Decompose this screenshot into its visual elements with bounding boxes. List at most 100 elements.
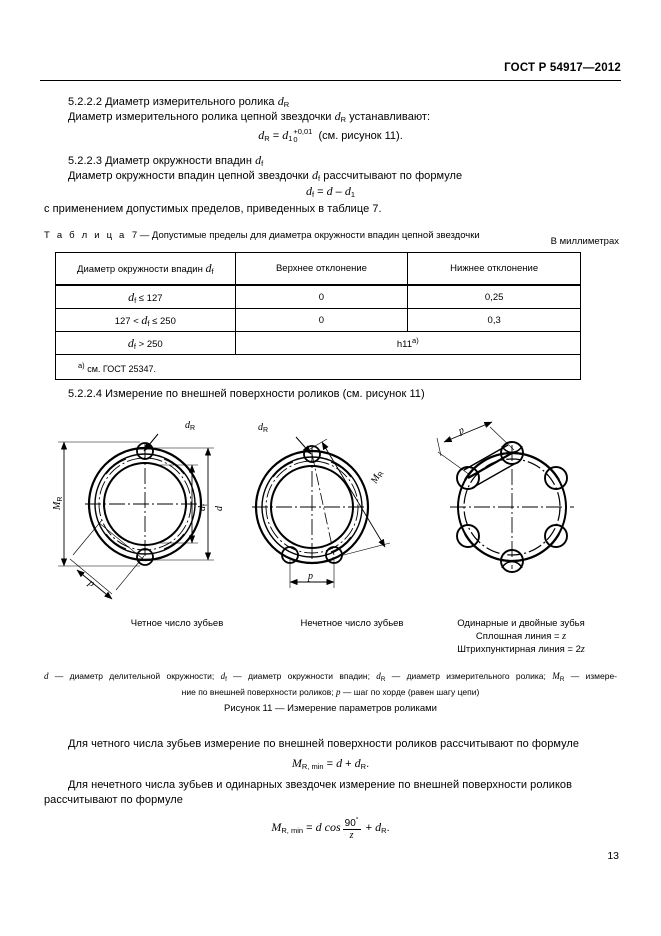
section-5222-heading-var-sub: R [283,100,290,109]
table-row: df > 250 h11a) [55,331,582,355]
formula-dr-reference: (см. рисунок 11). [318,130,403,142]
table7-range-post: ≤ 250 [149,315,176,327]
formula-mr-odd-lhs: M [271,819,282,834]
section-5222-body-var-sub: R [340,115,347,124]
section-5222-body-post: устанавливают: [346,111,431,123]
section-5223-body: Диаметр окружности впадин цепной звездоч… [68,168,598,186]
section-5223-body-var: d [311,168,319,182]
section-5222-body-var: d [334,109,341,123]
formula-mr-odd-period: . [386,821,390,834]
table7-cell-upper: 0 [234,308,409,332]
figure-left-label-p: p [85,577,97,589]
table7-range-var: d [127,335,134,350]
table7-range-post: ≤ 127 [136,292,163,304]
section-5223-heading: 5.2.2.3 Диаметр окружности впадин df [68,153,588,171]
table7-caption: Т а б л и ц а 7 — Допустимые пределы для… [44,230,480,241]
figure-caption-even: Четное число зубьев [130,618,224,629]
figure-middle-label-dR: dR [258,422,268,434]
sprocket-odd [252,436,391,588]
table7-range-sub: f [133,341,136,351]
section-5222-heading: 5.2.2.2 Диаметр измерительного ролика dR [68,94,588,112]
figure-caption-sd-line2: Сплошная линия = z [422,630,620,643]
formula-mr-odd-equals: = [306,821,313,834]
formula-mr-odd-lhs-sub: R, min [281,825,304,835]
section-5223-body-post: рассчитывают по формуле [320,170,463,182]
table7-footnote: a) см. ГОСТ 25347. [55,354,581,380]
formula-mr-odd-plus: + [365,821,373,834]
figure-11-drawing: dR df d MR p [52,420,574,600]
formula-dr-tol-lower: 0 [293,135,298,145]
table7-caption-label: Т а б л и ц а [44,230,127,241]
table7-footnote-marker: a) [78,360,85,370]
table7-h11-footnote-marker: a) [412,336,419,345]
figure-left-label-df: df [197,504,209,511]
figure-left-label-d: d [214,505,225,511]
formula-mr-even-dr-sub: R [360,762,367,771]
section-5223-heading-var: d [255,153,262,167]
table7-col-lower: Нижнее отклонение [407,252,581,286]
table7-range-sub: f [147,318,150,328]
formula-mr-odd-cos: cos [324,819,341,834]
table7-col-diameter: Диаметр окружности впадин df [55,252,236,286]
table7-range-var: d [141,312,148,327]
table7-range-var: d [128,289,135,304]
formula-df-minus: – [335,186,342,198]
figure-caption-sd-line2-var: z [562,631,567,642]
figure-legend-line2: ние по внешней поверхности роликов; p — … [181,687,480,697]
figure-11: dR df d MR p [40,412,620,655]
figure-11-caption: Рисунок 11 — Измерение параметров ролика… [224,703,437,714]
bottom-paragraph-1: Для четного числа зубьев измерение по вн… [68,738,580,750]
formula-dr-tol-upper: +0,01 [293,127,313,137]
formula-df-lhs: d [305,184,312,198]
sprocket-even [58,433,214,600]
section-5223-body-pre: Диаметр окружности впадин цепной звездоч… [68,170,312,182]
figure-caption-single-double: Одинарные и двойные зубья Сплошная линия… [422,617,620,656]
table7-header-row: Диаметр окружности впадин df Верхнее отк… [55,252,581,286]
formula-mr-even: MR, min = d + dR. [0,756,661,771]
table7-units-label: В миллиметрах [550,236,619,247]
formula-dr-rhs: d [282,128,289,142]
figure-left-label-dR: dR [185,420,195,432]
table7-cell-h11: h11a) [234,331,582,355]
table7-cell-lower: 0,25 [407,284,581,309]
formula-mr-odd-dr: d [375,819,382,834]
formula-mr-odd-fraction: 90°z [342,815,361,841]
figure-legend-line1: d — диаметр делительной окружности; df —… [44,671,617,683]
formula-mr-odd-denominator: z [349,830,354,841]
formula-df-rhs2: d [344,184,351,198]
sprocket-single-double [436,421,574,573]
formula-mr-even-d: d [336,756,343,770]
table7-h11-value: h11 [396,339,413,350]
formula-mr-even-equals: = [326,758,334,770]
formula-mr-odd-num-value: 90 [344,818,356,829]
bottom-paragraph-2-line1: Для нечетного числа зубьев и одинарных з… [68,779,572,791]
table7-cell-upper: 0 [234,284,409,309]
formula-dr-rhs-sub: 1 [288,134,293,143]
formula-mr-even-lhs-sub: R, min [301,762,324,771]
table7-cell-range: df ≤ 127 [55,284,236,309]
section-5222-body-pre: Диаметр измерительного ролика цепной зве… [68,111,335,123]
formula-dr-lhs: d [258,128,265,142]
table7-col-diameter-label: Диаметр окружности впадин [77,264,206,275]
table7-caption-title: Допустимые пределы для диаметра окружнос… [151,230,480,241]
formula-mr-odd-numerator: 90° [342,815,361,830]
formula-mr-odd-dr-sub: R [381,825,387,835]
table7-range-post: > 250 [136,338,163,350]
header-rule [40,80,621,81]
table-row: 127 < df ≤ 250 0 0,3 [55,308,581,332]
table7-cell-range: df > 250 [55,331,236,355]
formula-mr-even-period: . [366,758,370,770]
table7-range-sub: f [134,295,137,305]
figure-middle-label-MR: MR [368,468,385,486]
figure-caption-sd-line2-text: Сплошная линия = [475,631,563,642]
table7-caption-number: 7 [131,230,138,241]
formula-mr-even-dr: d [354,756,361,770]
table7-footnote-row: a) см. ГОСТ 25347. [55,354,581,380]
table7-caption-dash: — [139,230,150,241]
table-row: df ≤ 127 0 0,25 [55,284,581,309]
figure-right-label-p: p [456,425,466,437]
section-5224-heading: 5.2.2.4 Измерение по внешней поверхности… [68,388,425,400]
